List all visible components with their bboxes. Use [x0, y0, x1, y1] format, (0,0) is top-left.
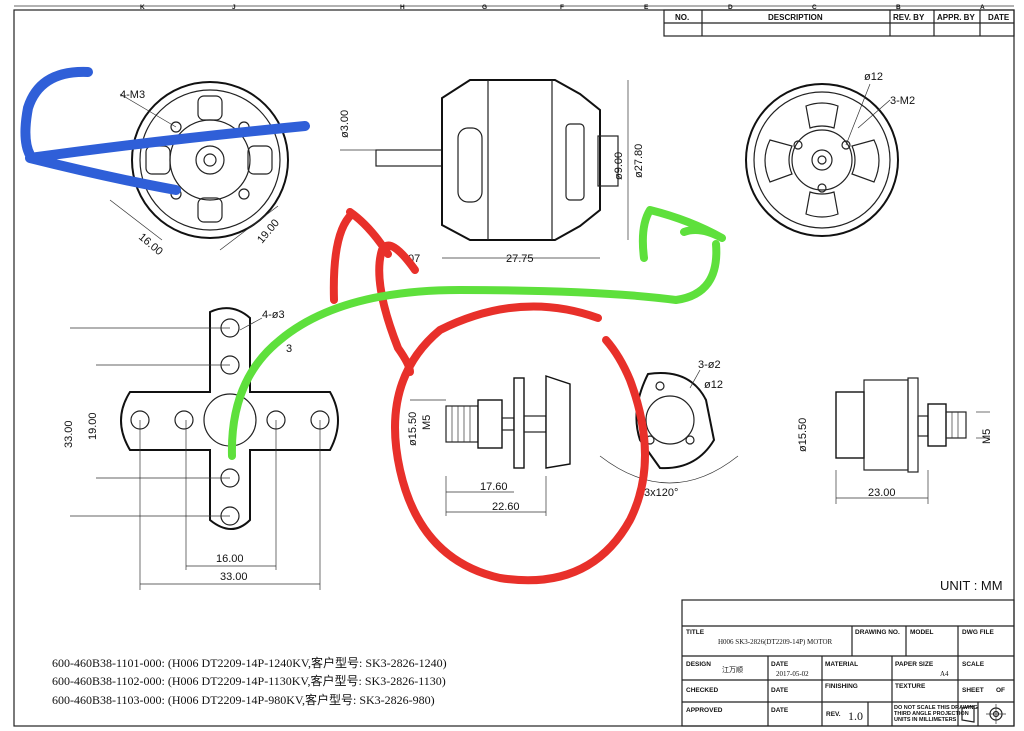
- dim-rear-dia: ø12: [864, 71, 883, 83]
- dim-mount-holes: 4-ø3: [262, 309, 285, 321]
- tb-disclaimer: UNITS IN MILLIMETERS: [894, 717, 957, 723]
- tb-date-label: DATE: [771, 661, 789, 668]
- sheet-border: [13, 9, 1015, 727]
- part-note: 600-460B38-1102-000: (H006 DT2209-14P-11…: [52, 673, 446, 688]
- tb-of-label: OF: [996, 687, 1005, 694]
- tb-scale-label: SCALE: [962, 661, 985, 668]
- border-letters: K J H G F E D C B A: [140, 4, 985, 11]
- motor-front-view: 4-M3 16.00 19.00: [109, 81, 289, 258]
- green-arrow-annotation: [227, 206, 726, 460]
- prop-nut-front-view: 3-ø2 ø12 3x120°: [599, 359, 739, 499]
- dim-mount-33-horizontal: 33.00: [220, 571, 248, 583]
- dim-prop-thread: M5: [421, 415, 433, 430]
- tb-dwg-file-label: DWG FILE: [962, 629, 994, 636]
- dim-right-thread: M5: [981, 429, 993, 444]
- rev-header-description: DESCRIPTION: [768, 13, 823, 22]
- tb-date2-label: DATE: [771, 687, 789, 694]
- title-block: TITLE H006 SK3-2826(DT2209-14P) MOTOR DR…: [681, 599, 1015, 727]
- border-letter: B: [896, 4, 901, 11]
- part-note: 600-460B38-1101-000: (H006 DT2209-14P-12…: [52, 655, 447, 670]
- rev-header-no: NO.: [675, 13, 689, 22]
- x-mount-view: 4-ø3 3 33.00 19.00 16.00 33.00: [63, 307, 339, 590]
- border-letter: K: [140, 4, 145, 11]
- border-letter: F: [560, 4, 564, 11]
- tb-sheet-label: SHEET: [962, 687, 984, 694]
- unit-label: UNIT : MM: [940, 578, 1003, 593]
- tb-title-value: H006 SK3-2826(DT2209-14P) MOTOR: [718, 638, 833, 646]
- dim-prop-dia: ø15.50: [407, 412, 419, 446]
- tb-material-label: MATERIAL: [825, 661, 858, 668]
- tb-design-label: DESIGN: [686, 661, 711, 668]
- tb-rev-value: 1.0: [848, 709, 863, 723]
- rev-header-appr-by: APPR. BY: [937, 13, 975, 22]
- border-letter: H: [400, 4, 405, 11]
- dim-right-dia: ø15.50: [797, 418, 809, 452]
- tb-disclaimer: THIRD ANGLE PROJECTION: [894, 711, 969, 717]
- dim-nut-holes: 3-ø2: [698, 359, 721, 371]
- blue-arrow-annotation: [20, 66, 310, 195]
- dim-right-length: 23.00: [868, 487, 896, 499]
- dim-front-holes: 4-M3: [120, 89, 145, 101]
- tb-approved-label: APPROVED: [686, 707, 723, 714]
- rev-header-date: DATE: [988, 13, 1010, 22]
- tb-paper-size-label: PAPER SIZE: [895, 661, 934, 668]
- revision-table: NO. DESCRIPTION REV. BY APPR. BY DATE: [663, 9, 1015, 37]
- dim-mount-33-vertical: 33.00: [63, 420, 75, 448]
- dim-prop-17: 17.60: [480, 481, 508, 493]
- dim-nut-dia: ø12: [704, 379, 723, 391]
- tb-disclaimer: DO NOT SCALE THIS DRAWING: [894, 705, 978, 711]
- border-letter: E: [644, 4, 649, 11]
- dim-front-16: 16.00: [136, 231, 165, 258]
- tb-checked-label: CHECKED: [686, 687, 718, 694]
- border-letter: J: [232, 4, 236, 11]
- tb-drawing-no-label: DRAWING NO.: [855, 629, 900, 636]
- border-letter: G: [482, 4, 487, 11]
- motor-side-view: ø3.00 ø9.00 ø27.80 27.75 07: [339, 79, 645, 265]
- hand-annotations: [20, 66, 726, 585]
- tb-designer: 江万顺: [722, 666, 743, 674]
- border-letter: C: [812, 4, 817, 11]
- rev-header-rev-by: REV. BY: [893, 13, 925, 22]
- part-number-notes: 600-460B38-1101-000: (H006 DT2209-14P-12…: [52, 655, 447, 707]
- projection-symbol-icon: [961, 704, 1006, 724]
- red-loop-annotation: [329, 208, 649, 585]
- part-note: 600-460B38-1103-000: (H006 DT2209-14P-98…: [52, 692, 435, 707]
- border-letter: A: [980, 4, 985, 11]
- tb-title-label: TITLE: [686, 629, 705, 636]
- border-letter: D: [728, 4, 733, 11]
- tb-finishing-label: FINISHING: [825, 683, 858, 690]
- dim-side-27: ø27.80: [633, 144, 645, 178]
- dim-side-9: ø9.00: [613, 152, 625, 180]
- tb-date3-label: DATE: [771, 707, 789, 714]
- dim-mount-partial: 3: [286, 343, 292, 355]
- tb-paper-size-value: A4: [940, 670, 949, 678]
- dim-mount-16-horizontal: 16.00: [216, 553, 244, 565]
- dim-nut-angle: 3x120°: [644, 487, 678, 499]
- dim-rear-holes: 3-M2: [890, 95, 915, 107]
- dim-mount-19-vertical: 19.00: [87, 412, 99, 440]
- motor-rear-view: ø12 3-M2: [745, 71, 915, 237]
- dim-side-length: 27.75: [506, 253, 534, 265]
- dim-side-shaft: ø3.00: [339, 110, 351, 138]
- tb-rev-label: REV.: [826, 711, 841, 718]
- prop-adapter-right-view: ø15.50 M5 23.00: [797, 377, 993, 504]
- dim-prop-22: 22.60: [492, 501, 520, 513]
- tb-texture-label: TEXTURE: [895, 683, 926, 690]
- prop-adapter-side-view: ø15.50 M5 17.60 22.60: [407, 375, 571, 516]
- tb-date-value: 2017-05-02: [776, 670, 809, 678]
- tb-model-label: MODEL: [910, 629, 934, 636]
